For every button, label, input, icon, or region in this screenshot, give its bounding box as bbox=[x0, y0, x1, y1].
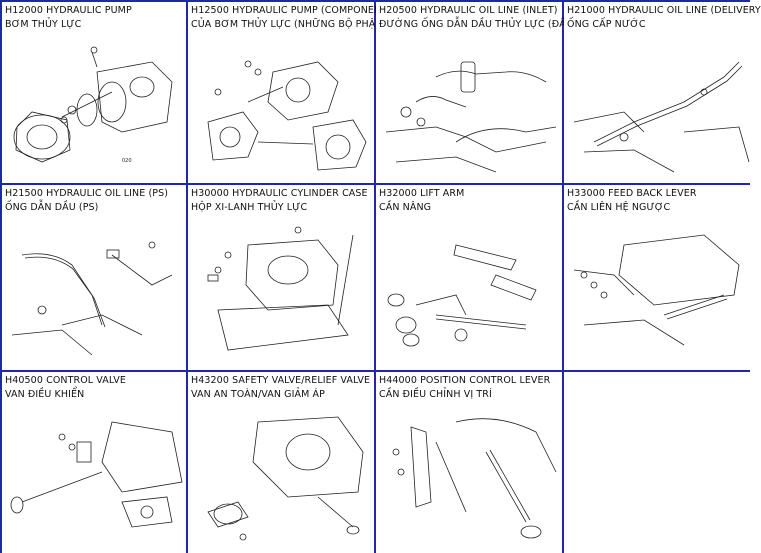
catalog-cell-h32000[interactable]: H32000 LIFT ARM CẦN NÂNG bbox=[376, 185, 562, 370]
safety-relief-valve-diagram bbox=[207, 416, 364, 541]
cell-vn-title: CẦN NÂNG bbox=[379, 202, 432, 213]
cell-vn-title: VAN AN TOÀN/VAN GIẢM ÁP bbox=[191, 389, 325, 400]
cell-code-title: H30000 HYDRAULIC CYLINDER CASE bbox=[191, 188, 368, 199]
cell-code-title: H40500 CONTROL VALVE bbox=[5, 375, 126, 386]
catalog-cell-h44000[interactable]: H44000 POSITION CONTROL LEVER CẦN ĐIỀU C… bbox=[376, 372, 562, 553]
cell-code-title: H12500 HYDRAULIC PUMP (COMPONEN bbox=[191, 5, 382, 16]
catalog-cell-h20500[interactable]: H20500 HYDRAULIC OIL LINE (INLET) ĐƯỜNG … bbox=[376, 2, 566, 183]
cell-code-title: H21000 HYDRAULIC OIL LINE (DELIVERY bbox=[567, 5, 761, 16]
cell-vn-title: ĐƯỜNG ỐNG DẪN DẦU THỦY LỰC (ĐẦ bbox=[379, 19, 566, 30]
cell-code-title: H12000 HYDRAULIC PUMP bbox=[5, 5, 132, 16]
cell-vn-title: HỘP XI-LANH THỦY LỰC bbox=[191, 202, 308, 213]
oil-line-ps-diagram bbox=[11, 241, 173, 356]
catalog-cell-h40500[interactable]: H40500 CONTROL VALVE VAN ĐIỀU KHIỂN bbox=[2, 372, 186, 553]
cell-code-title: H32000 LIFT ARM bbox=[379, 188, 465, 199]
catalog-cell-h12500[interactable]: H12500 HYDRAULIC PUMP (COMPONEN CỦA BƠM … bbox=[188, 2, 381, 183]
cell-code-title: H21500 HYDRAULIC OIL LINE (PS) bbox=[5, 188, 169, 199]
empty-cell bbox=[564, 372, 753, 553]
hydraulic-cylinder-case-diagram bbox=[207, 226, 354, 351]
catalog-cell-h21500[interactable]: H21500 HYDRAULIC OIL LINE (PS) ỐNG DẪN D… bbox=[2, 185, 186, 370]
feedback-lever-diagram bbox=[573, 234, 740, 346]
cell-vn-title: CẦN ĐIỀU CHỈNH VỊ TRÍ bbox=[379, 389, 492, 400]
pump-components-diagram bbox=[207, 60, 367, 171]
catalog-cell-h30000[interactable]: H30000 HYDRAULIC CYLINDER CASE HỘP XI-LA… bbox=[188, 185, 374, 370]
cell-vn-title: CẦN LIÊN HỆ NGƯỢC bbox=[567, 202, 671, 213]
oil-line-delivery-diagram bbox=[573, 61, 750, 173]
control-valve-diagram bbox=[10, 421, 183, 528]
catalog-cell-h12000[interactable]: H12000 HYDRAULIC PUMP BƠM THỦY LỰC 020 bbox=[2, 2, 186, 183]
cell-code-title: H43200 SAFETY VALVE/RELIEF VALVE bbox=[191, 375, 371, 386]
cell-vn-title: ỐNG DẪN DẦU (PS) bbox=[5, 202, 99, 213]
svg-text:020: 020 bbox=[122, 158, 132, 164]
cell-vn-title: BƠM THỦY LỰC bbox=[5, 19, 82, 30]
cell-vn-title: VAN ĐIỀU KHIỂN bbox=[5, 389, 85, 400]
hydraulic-pump-diagram: 020 bbox=[13, 46, 173, 164]
cell-code-title: H33000 FEED BACK LEVER bbox=[567, 188, 697, 199]
catalog-cell-h21000[interactable]: H21000 HYDRAULIC OIL LINE (DELIVERY ỐNG … bbox=[564, 2, 761, 183]
cell-code-title: H20500 HYDRAULIC OIL LINE (INLET) bbox=[379, 5, 558, 16]
oil-line-inlet-diagram bbox=[385, 61, 557, 173]
catalog-cell-h43200[interactable]: H43200 SAFETY VALVE/RELIEF VALVE VAN AN … bbox=[188, 372, 374, 553]
cell-code-title: H44000 POSITION CONTROL LEVER bbox=[379, 375, 551, 386]
lift-arm-diagram bbox=[387, 244, 537, 347]
position-control-lever-diagram bbox=[392, 418, 557, 539]
cell-vn-title: ỐNG CẤP NƯỚC bbox=[567, 19, 646, 30]
catalog-cell-h33000[interactable]: H33000 FEED BACK LEVER CẦN LIÊN HỆ NGƯỢC bbox=[564, 185, 753, 370]
cell-vn-title: CỦA BƠM THỦY LỰC (NHỮNG BỘ PHẬ bbox=[191, 19, 376, 30]
